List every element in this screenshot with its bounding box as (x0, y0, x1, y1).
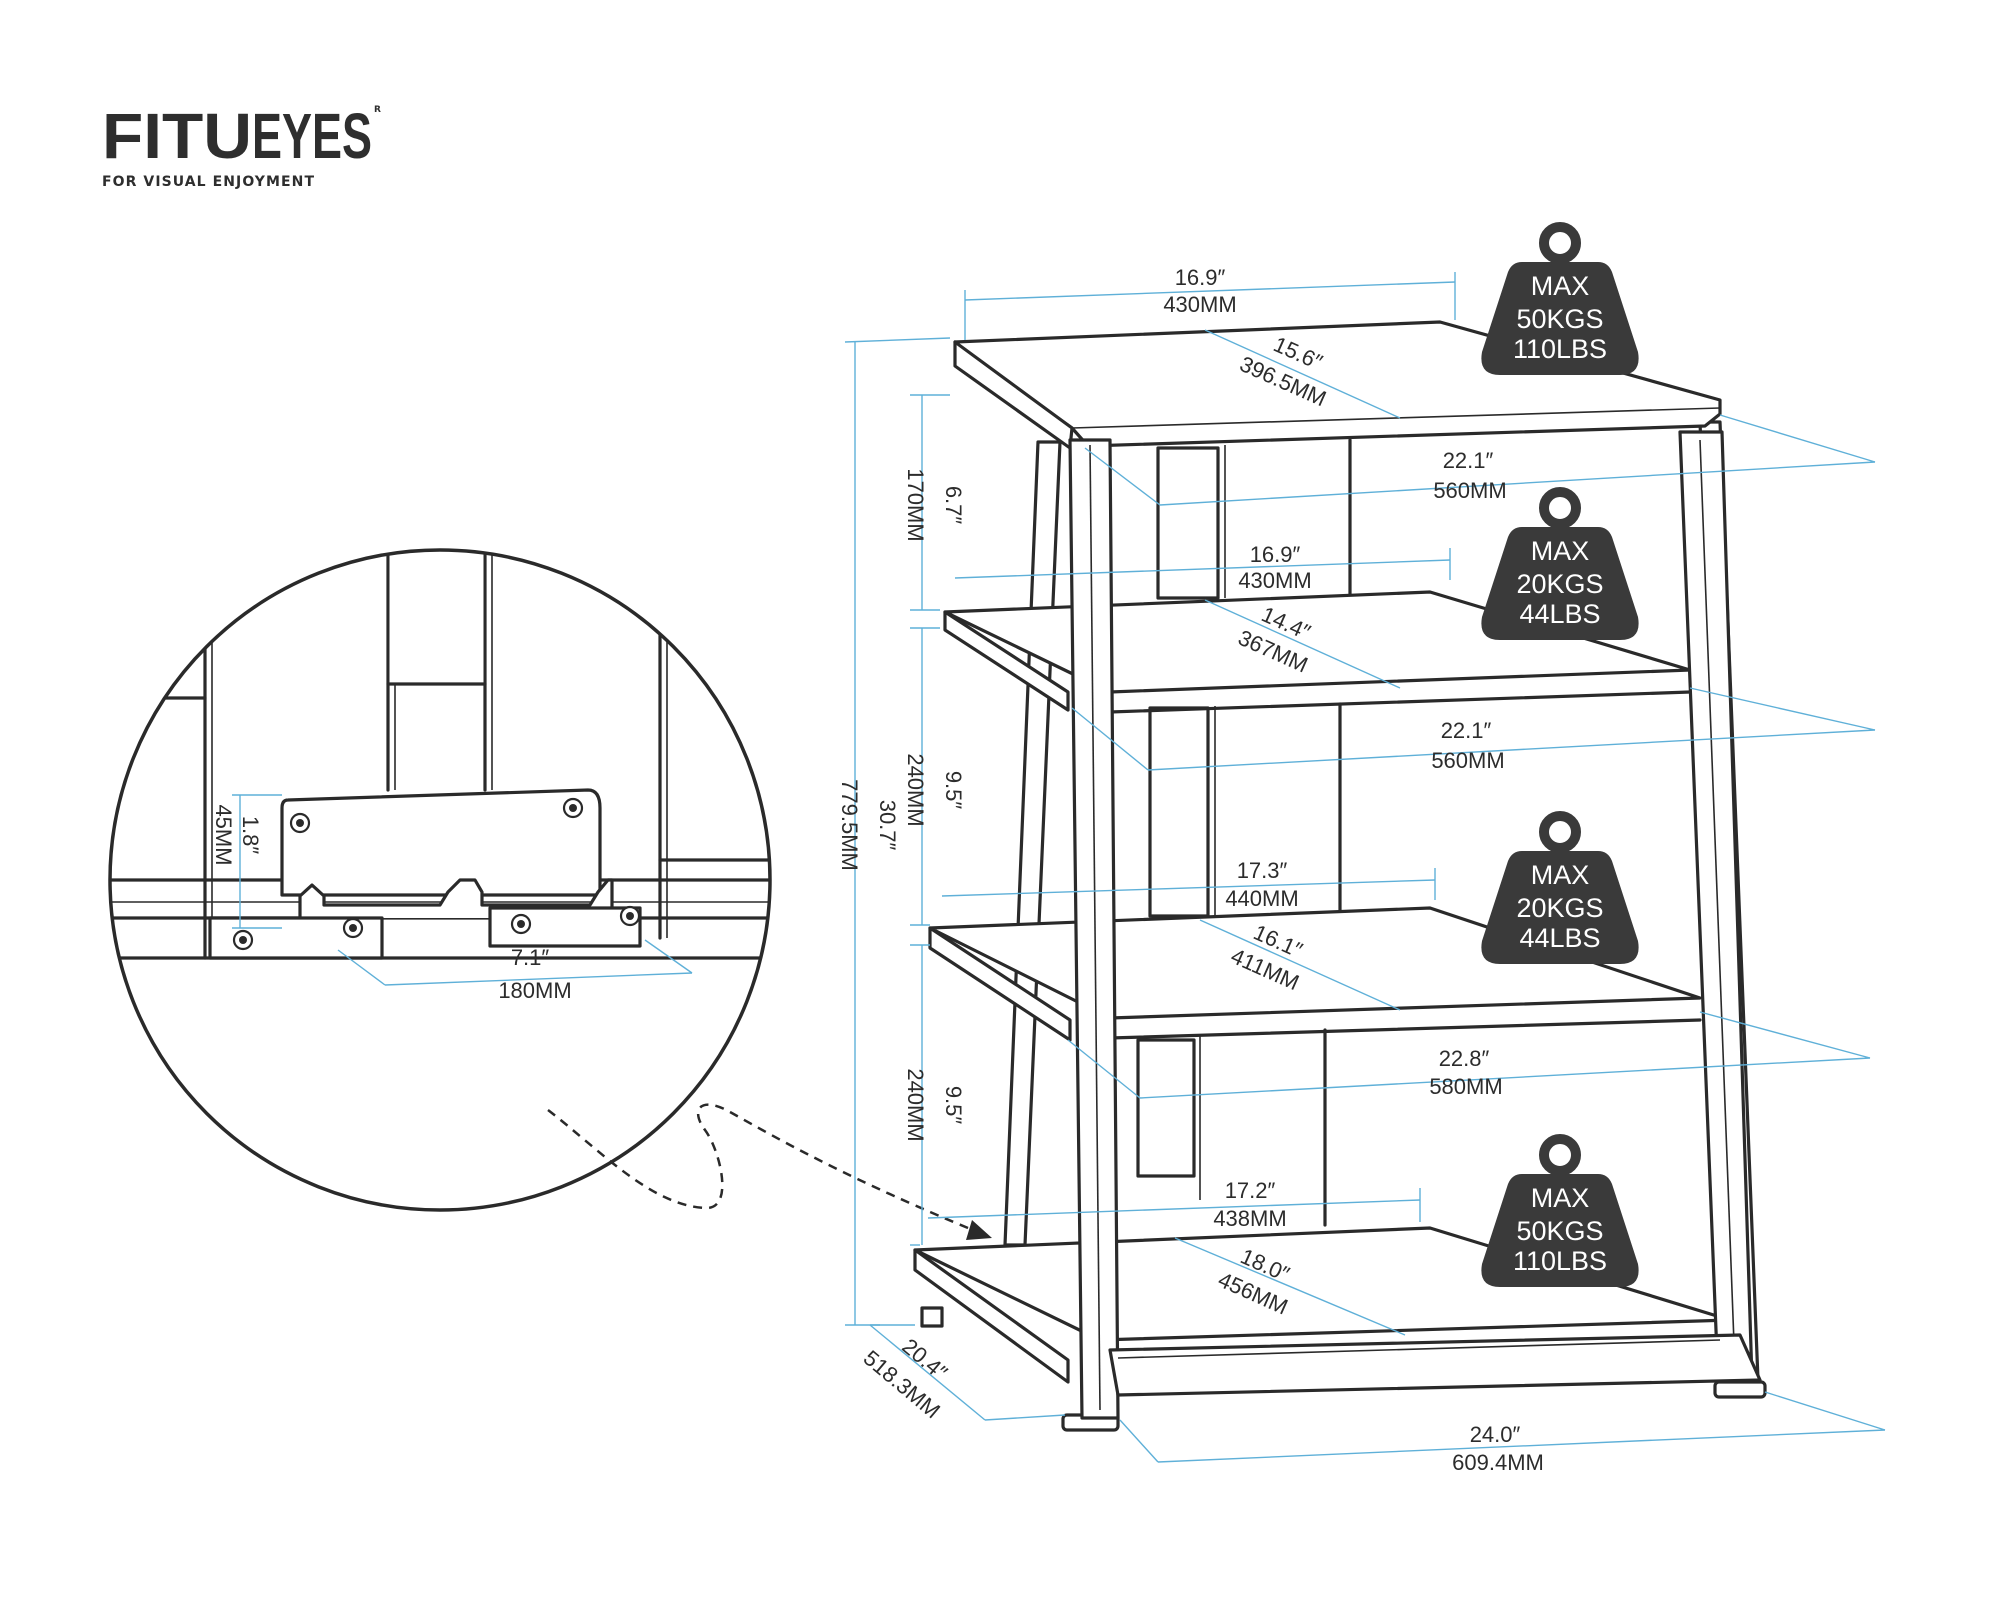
base-front-mm: 438MM (1213, 1206, 1286, 1231)
shelf1-width-inches: 22.1″ (1443, 448, 1494, 473)
bracket-detail-magnifier: 1.8″ 45MM 7.1″ 180MM (108, 548, 772, 1212)
bracket-width-inches: 7.1″ (511, 945, 550, 970)
max-kg: 20KGS (1516, 893, 1603, 923)
registered-mark: R (374, 105, 381, 115)
max-label: MAX (1531, 1183, 1590, 1213)
weight-icon (1481, 811, 1639, 964)
max-lbs: 110LBS (1513, 1246, 1607, 1276)
detail-pointer-arrow (547, 1103, 992, 1240)
brand-name-part-2: EYES (252, 100, 372, 172)
brand-tagline: FOR VISUAL ENJOYMENT (102, 174, 314, 190)
dimension-lines (844, 272, 1886, 1463)
shelf1-width-mm: 560MM (1433, 478, 1506, 503)
gap2-height-inches: 9.5″ (941, 771, 966, 810)
bracket-height-inches: 1.8″ (238, 816, 263, 855)
gap1-height-mm: 170MM (903, 468, 928, 541)
weight-badge-shelf2: MAX 20KGS 44LBS (1481, 811, 1639, 964)
gap2-height-mm: 240MM (903, 753, 928, 826)
max-kg: 20KGS (1516, 569, 1603, 599)
weight-badge-base: MAX 50KGS 110LBS (1481, 1134, 1639, 1287)
max-kg: 50KGS (1516, 1216, 1603, 1246)
base-front-inches: 17.2″ (1225, 1178, 1276, 1203)
shelf3-width-inches: 22.8″ (1439, 1046, 1490, 1071)
gap3-height-mm: 240MM (903, 1068, 928, 1141)
weight-icon (1481, 487, 1639, 640)
weight-icon (1481, 222, 1639, 375)
bracket-plate (280, 788, 602, 897)
overall-width-inches: 24.0″ (1470, 1422, 1521, 1447)
shelf2-width-mm: 560MM (1431, 748, 1504, 773)
shelf2-front-mm: 430MM (1238, 568, 1311, 593)
max-lbs: 44LBS (1519, 599, 1600, 629)
max-lbs: 110LBS (1513, 334, 1607, 364)
shelf2-front-inches: 16.9″ (1250, 542, 1301, 567)
brand-name-part-1: FITU (102, 100, 252, 172)
gap3-height-inches: 9.5″ (941, 1086, 966, 1125)
shelf3-front-mm: 440MM (1225, 886, 1298, 911)
shelf2-width-inches: 22.1″ (1441, 718, 1492, 743)
weight-icon (1481, 1134, 1639, 1287)
max-kg: 50KGS (1516, 304, 1603, 334)
shelf3-width-mm: 580MM (1429, 1074, 1502, 1099)
screw-icon (232, 797, 641, 951)
bracket-width-mm: 180MM (498, 978, 571, 1003)
overall-width-mm: 609.4MM (1452, 1450, 1544, 1475)
max-label: MAX (1531, 271, 1590, 301)
total-height-mm: 779.5MM (837, 779, 862, 871)
shelf3-front-inches: 17.3″ (1237, 858, 1288, 883)
weight-badge-shelf1: MAX 20KGS 44LBS (1481, 487, 1639, 640)
magnifier-circle (108, 548, 772, 1212)
bracket-height-mm: 45MM (211, 804, 236, 865)
max-lbs: 44LBS (1519, 923, 1600, 953)
top-width-mm: 430MM (1163, 292, 1236, 317)
top-width-inches: 16.9″ (1175, 265, 1226, 290)
max-label: MAX (1531, 860, 1590, 890)
brand-logo: FITU EYES R FOR VISUAL ENJOYMENT (102, 100, 381, 190)
total-height-inches: 30.7″ (875, 800, 900, 851)
gap1-height-inches: 6.7″ (941, 486, 966, 525)
audio-rack-drawing (913, 320, 1767, 1432)
max-label: MAX (1531, 536, 1590, 566)
weight-badge-top: MAX 50KGS 110LBS (1481, 222, 1639, 375)
